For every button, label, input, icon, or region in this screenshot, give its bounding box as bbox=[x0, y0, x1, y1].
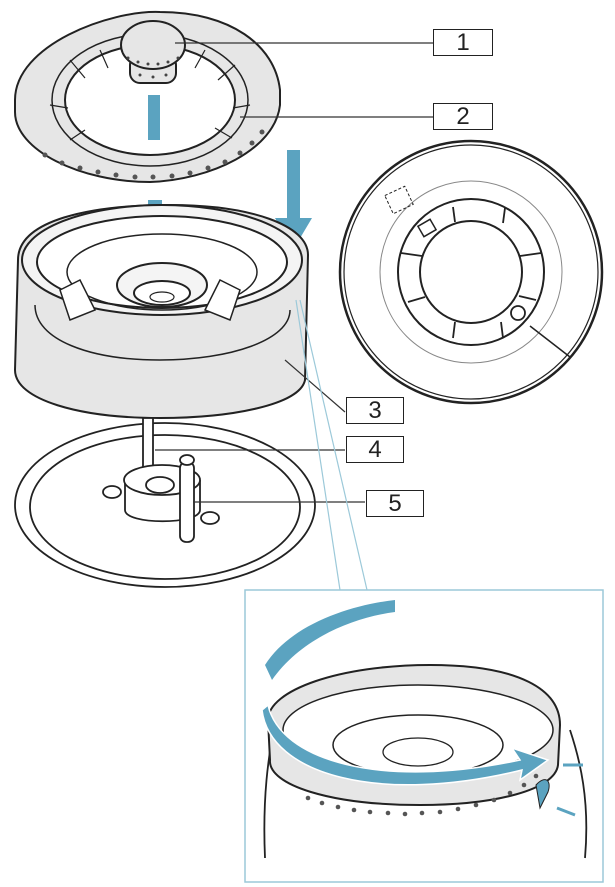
callout-5-label: 5 bbox=[388, 489, 402, 517]
top-view bbox=[338, 139, 604, 405]
detail-view bbox=[244, 589, 604, 883]
burner-ring-slots bbox=[49, 49, 251, 141]
burner-cap bbox=[120, 20, 186, 84]
leader-lines bbox=[155, 42, 433, 503]
callout-5: 5 bbox=[366, 490, 424, 517]
callout-2: 2 bbox=[433, 103, 493, 130]
detail-connector bbox=[295, 299, 368, 591]
burner-base bbox=[13, 203, 310, 420]
injector-housing bbox=[102, 454, 220, 543]
burner-ring-ports bbox=[42, 129, 265, 180]
burner-cap-ports bbox=[126, 56, 180, 79]
callout-2-label: 2 bbox=[456, 102, 470, 130]
callout-3-label: 3 bbox=[368, 396, 382, 424]
callout-1: 1 bbox=[433, 29, 493, 56]
callout-1-label: 1 bbox=[456, 28, 470, 56]
callout-4: 4 bbox=[346, 436, 404, 463]
base-plate bbox=[14, 422, 316, 588]
callout-4-label: 4 bbox=[368, 435, 382, 463]
callout-3: 3 bbox=[346, 397, 404, 424]
